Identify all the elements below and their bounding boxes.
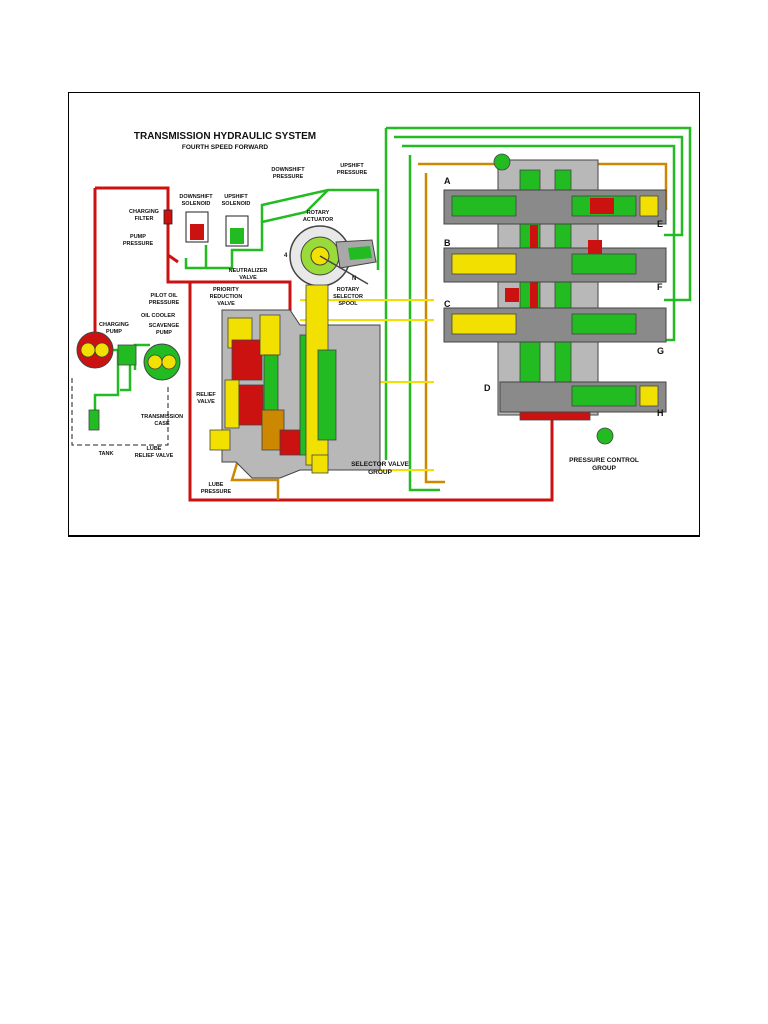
label-pressure-control-group-1: PRESSURE CONTROL (569, 457, 639, 464)
label-upshift-solenoid-2: SOLENOID (222, 201, 251, 207)
label-upshift-pressure-2: PRESSURE (337, 170, 368, 176)
label-charging-pump-2: PUMP (106, 329, 122, 335)
label-pressure-control-group-2: GROUP (592, 465, 617, 472)
label-charging-filter-2: FILTER (135, 216, 154, 222)
label-charging-filter-1: CHARGING (129, 209, 159, 215)
label-tank: TANK (99, 451, 114, 457)
label-neutralizer-valve-2: VALVE (239, 275, 257, 281)
label-rotary-actuator-2: ACTUATOR (303, 217, 333, 223)
label-pilot-oil-pressure-2: PRESSURE (149, 300, 180, 306)
clutch-letter-h: H (657, 408, 664, 418)
clutch-letter-f: F (657, 282, 663, 292)
label-pump-pressure-2: PRESSURE (123, 241, 154, 247)
label-relief-valve-1: RELIEF (196, 392, 216, 398)
label-neutralizer-valve-1: NEUTRALIZER (229, 268, 268, 274)
label-oil-cooler: OIL COOLER (141, 313, 175, 319)
label-transmission-case-2: CASE (154, 421, 170, 427)
label-rotary-selector-spool-2: SELECTOR (333, 294, 363, 300)
clutch-letter-e: E (657, 219, 663, 229)
label-downshift-pressure-1: DOWNSHIFT (271, 167, 305, 173)
label-downshift-solenoid-1: DOWNSHIFT (179, 194, 213, 200)
label-downshift-pressure-2: PRESSURE (273, 174, 304, 180)
charging-filter (163, 209, 173, 225)
label-lube-relief-valve-2: RELIEF VALVE (135, 453, 174, 459)
tank-return-line (71, 378, 169, 446)
clutch-letter-d: D (484, 383, 491, 393)
label-upshift-solenoid-1: UPSHIFT (224, 194, 248, 200)
label-rotary-actuator-1: ROTARY (307, 210, 330, 216)
tank (88, 409, 100, 431)
clutch-letter-b: B (444, 238, 451, 248)
pressure-control-group (443, 153, 667, 445)
label-selector-valve-group-2: GROUP (368, 469, 393, 476)
clutch-letter-g: G (657, 346, 664, 356)
label-priority-reduction-1: PRIORITY (213, 287, 239, 293)
label-charging-pump-1: CHARGING (99, 322, 129, 328)
label-selector-valve-group-1: SELECTOR VALVE (351, 461, 409, 468)
label-upshift-pressure-1: UPSHIFT (340, 163, 364, 169)
selector-valve-group (209, 284, 381, 479)
label-pump-pressure-1: PUMP (130, 234, 146, 240)
label-downshift-solenoid-2: SOLENOID (182, 201, 211, 207)
diagram-frame (68, 92, 700, 537)
label-lube-pressure-2: PRESSURE (201, 489, 232, 495)
rotary-actuator (289, 225, 377, 287)
label-rotary-selector-spool-3: SPOOL (338, 301, 358, 307)
label-lube-pressure-1: LUBE (209, 482, 224, 488)
scavenge-pump (143, 343, 181, 381)
actuator-position-n: N (352, 276, 356, 282)
diagram-subtitle: FOURTH SPEED FORWARD (182, 144, 268, 151)
pilot-oil-lines (93, 126, 692, 492)
clutch-letter-c: C (444, 299, 451, 309)
label-pilot-oil-pressure-1: PILOT OIL (151, 293, 179, 299)
oil-cooler (117, 344, 137, 366)
actuator-position-4: 4 (284, 253, 288, 259)
label-scavenge-pump-1: SCAVENGE (149, 323, 180, 329)
upshift-solenoid (225, 215, 249, 247)
diagram-title: TRANSMISSION HYDRAULIC SYSTEM (134, 131, 316, 142)
downshift-solenoid (185, 211, 209, 243)
label-priority-reduction-3: VALVE (217, 301, 235, 307)
label-rotary-selector-spool-1: ROTARY (337, 287, 360, 293)
label-scavenge-pump-2: PUMP (156, 330, 172, 336)
charging-pump (76, 331, 114, 369)
label-priority-reduction-2: REDUCTION (210, 294, 243, 300)
clutch-letter-a: A (444, 176, 451, 186)
label-transmission-case-1: TRANSMISSION (141, 414, 183, 420)
label-lube-relief-valve-1: LUBE (147, 446, 162, 452)
label-relief-valve-2: VALVE (197, 399, 215, 405)
